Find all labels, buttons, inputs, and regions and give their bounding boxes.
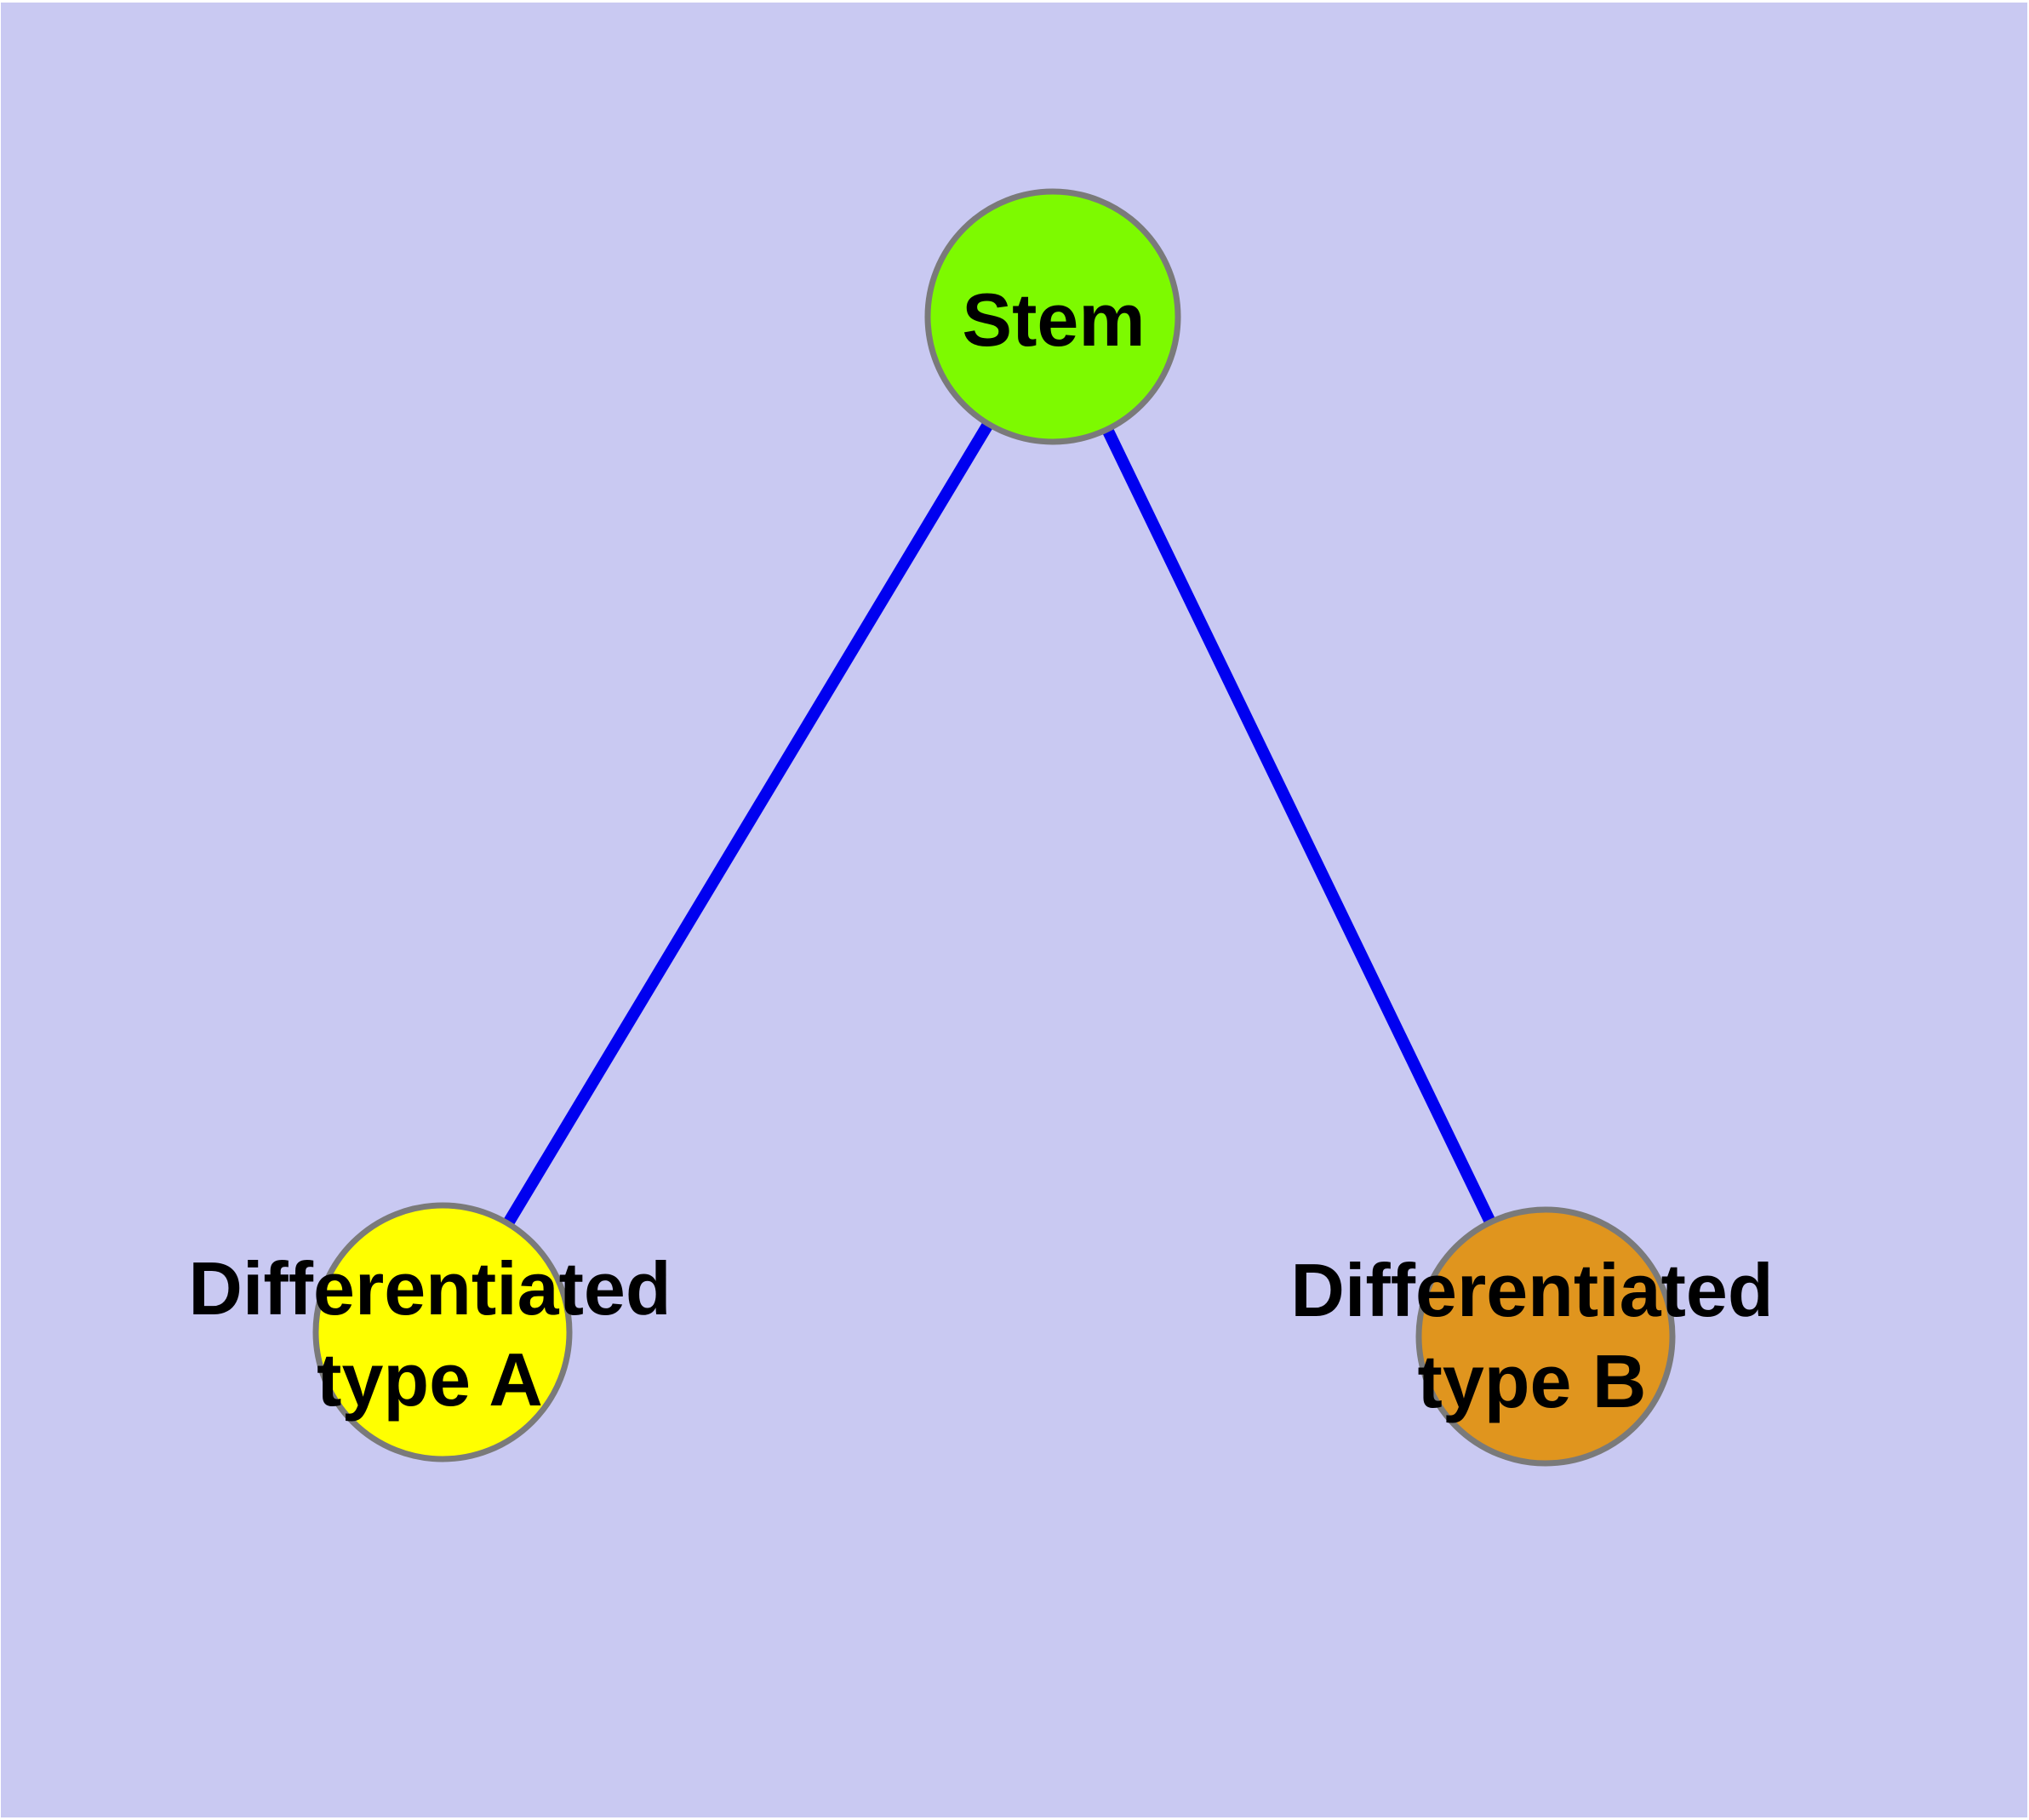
- node-stem: [924, 188, 1181, 445]
- node-type-a-label-line2: type A: [317, 1337, 543, 1422]
- node-differentiated-type-b: [1415, 1206, 1676, 1467]
- node-type-b-label-line1: Differentiated: [1290, 1248, 1774, 1332]
- edge-stem-to-type-a: [437, 313, 1058, 1336]
- node-type-b-label-line2: type B: [1417, 1339, 1647, 1423]
- node-stem-label-text: Stem: [962, 278, 1146, 362]
- node-differentiated-type-a-label: Differentiated type A: [89, 1243, 770, 1425]
- node-differentiated-type-a: [312, 1202, 573, 1462]
- node-type-a-label-line1: Differentiated: [188, 1246, 672, 1331]
- edge-stem-to-type-b: [1047, 313, 1552, 1340]
- node-differentiated-type-b-label: Differentiated type B: [1192, 1245, 1872, 1427]
- node-stem-label: Stem: [798, 274, 1309, 365]
